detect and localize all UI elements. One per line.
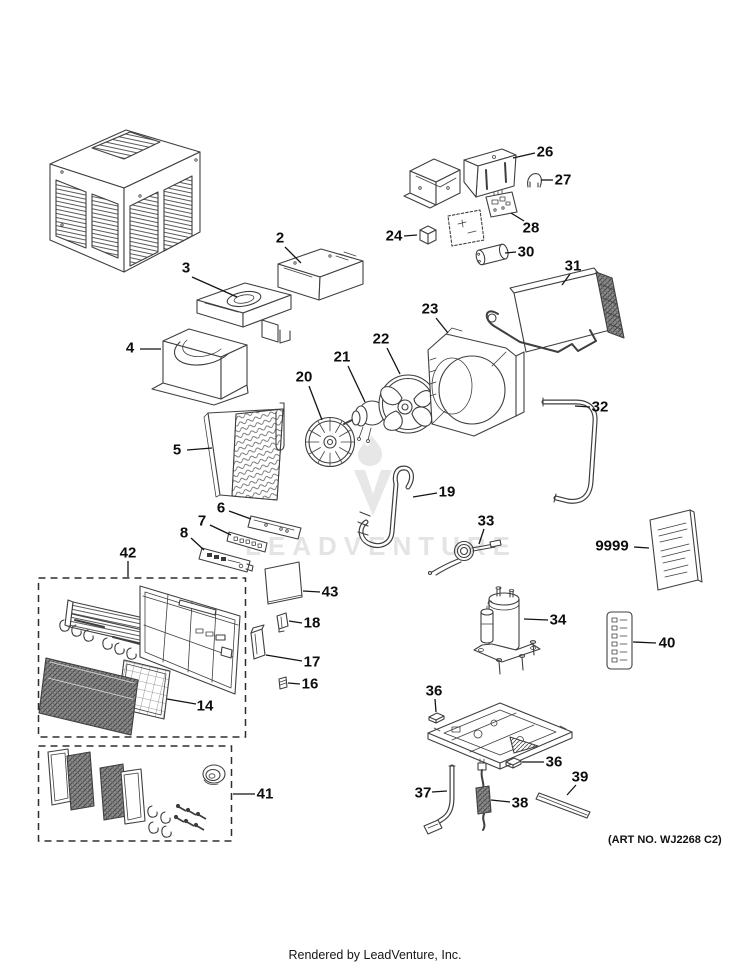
part-38-power-cord: [475, 758, 492, 831]
part-22-fan-blade: [378, 374, 438, 434]
leader-line-14: [166, 698, 197, 705]
part-24-block: [419, 225, 437, 245]
part-18-clip: [276, 612, 289, 633]
leader-line-28: [510, 212, 525, 222]
leader-line-30: [504, 251, 517, 254]
leader-line-21: [347, 365, 366, 403]
leader-line-23: [435, 317, 449, 334]
part-43-insulation-sheet: [264, 561, 303, 605]
leader-line-22: [386, 347, 401, 375]
leader-line-33: [478, 528, 485, 545]
rendered-by-footer: Rendered by LeadVenture, Inc.: [288, 948, 462, 962]
kit-box-41: [37, 745, 233, 842]
part-39-seal-strip: [535, 792, 591, 819]
art-number-note: (ART NO. WJ2268 C2): [608, 834, 722, 846]
part-37-drain-tube: [423, 764, 456, 835]
part-9999-manual: [649, 509, 703, 591]
part-8-control-panel: [198, 547, 254, 573]
leader-line-34: [523, 618, 549, 621]
leader-line-18: [288, 620, 303, 624]
leader-line-36: [434, 698, 437, 713]
leader-line-43: [302, 590, 321, 593]
leader-line-24: [403, 234, 418, 237]
base-pan: [427, 702, 573, 770]
leader-line-20: [308, 385, 323, 421]
leader-line-19: [412, 492, 438, 498]
part-20-blower-wheel: [304, 416, 356, 468]
part-16-screw-clip: [278, 676, 288, 690]
leader-line-32: [574, 405, 591, 408]
part-6-bracket: [247, 515, 302, 540]
part-7-display-board: [226, 531, 268, 553]
part-4-blower-housing: [151, 328, 249, 406]
part-2-cover: [277, 248, 364, 301]
part-3-air-guide: [196, 282, 292, 344]
part-17-vent-door: [250, 624, 266, 660]
leader-line-39: [566, 784, 577, 796]
part-32-tube: [541, 397, 598, 504]
part-28-circuit-board: [485, 189, 518, 218]
part-19-tube: [357, 465, 414, 548]
leader-line-8: [190, 537, 205, 551]
leader-line-2: [284, 246, 302, 264]
leader-line-5: [186, 447, 213, 451]
electrical-box: [403, 158, 461, 209]
leader-line-3: [191, 276, 238, 298]
leader-line-38: [490, 799, 511, 803]
leader-line-40: [632, 641, 657, 644]
leader-line-17: [265, 654, 303, 662]
part-5-evaporator: [203, 402, 285, 501]
part-23-fan-shroud: [427, 327, 525, 437]
leadventure-watermark-logo: [354, 436, 392, 516]
leader-lines: [127, 152, 657, 803]
part-36-clip: [428, 712, 445, 724]
part-40-remote-control: [606, 611, 633, 670]
part-33-thermistor: [427, 539, 502, 576]
part-30-capacitor: [475, 243, 509, 266]
leader-line-7: [209, 524, 232, 536]
condenser-support-wire: [485, 310, 597, 353]
leader-line-9999: [633, 546, 650, 549]
leader-line-37: [431, 790, 448, 793]
part-26-bracket: [463, 148, 517, 198]
leader-line-26: [512, 152, 536, 159]
leader-line-16: [287, 682, 301, 685]
leader-line-31: [561, 273, 571, 286]
part-27-clamp: [527, 173, 542, 188]
part-21-fan-motor: [343, 400, 386, 443]
part-34-compressor: [473, 586, 541, 675]
part-31-condenser: [509, 267, 625, 353]
part-cabinet: [49, 129, 201, 273]
leader-line-6: [228, 510, 252, 520]
kit-box-42: [37, 577, 247, 738]
foam-seal-roll: [202, 764, 226, 785]
insulation-pad: [447, 209, 485, 247]
